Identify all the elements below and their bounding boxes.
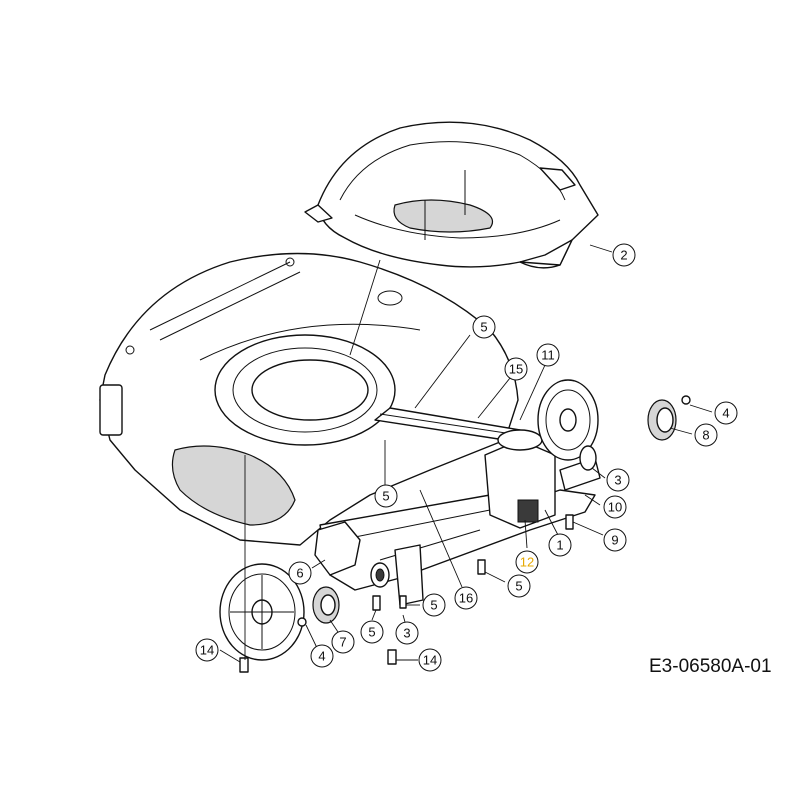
callout-label: 14 bbox=[200, 643, 214, 658]
callout-label: 5 bbox=[515, 579, 522, 594]
callout-4-left: 4 bbox=[310, 644, 334, 668]
callout-16: 16 bbox=[454, 586, 478, 610]
axle-bearing-left bbox=[370, 562, 390, 588]
mulch-plug bbox=[304, 121, 599, 269]
callout-12: 12 bbox=[515, 550, 539, 574]
callout-2: 2 bbox=[612, 243, 636, 267]
drawing-code: E3-06580A-01 bbox=[649, 656, 772, 677]
callout-label: 1 bbox=[556, 538, 563, 553]
callout-9: 9 bbox=[603, 528, 627, 552]
wheel-right bbox=[537, 379, 599, 461]
callout-label: 3 bbox=[403, 626, 410, 641]
callout-5-top: 5 bbox=[472, 315, 496, 339]
callout-label: 14 bbox=[423, 653, 437, 668]
callout-4-right: 4 bbox=[714, 401, 738, 425]
callout-5-bottom: 5 bbox=[422, 593, 446, 617]
callout-label: 5 bbox=[430, 598, 437, 613]
callout-label: 6 bbox=[296, 566, 303, 581]
callout-3-right: 3 bbox=[606, 468, 630, 492]
callout-label: 16 bbox=[459, 591, 473, 606]
callout-label: 3 bbox=[614, 473, 621, 488]
callout-14-right: 14 bbox=[418, 648, 442, 672]
callout-6: 6 bbox=[288, 561, 312, 585]
callout-label: 5 bbox=[480, 320, 487, 335]
callout-label: 4 bbox=[318, 649, 325, 664]
callout-5-mid: 5 bbox=[374, 484, 398, 508]
pinion-gear-left bbox=[312, 586, 340, 624]
callout-11: 11 bbox=[536, 343, 560, 367]
callout-label: 4 bbox=[722, 406, 729, 421]
callout-14-left: 14 bbox=[195, 638, 219, 662]
callout-15: 15 bbox=[504, 357, 528, 381]
fasteners bbox=[239, 395, 691, 673]
drive-axle-housing bbox=[314, 429, 601, 606]
callout-label: 5 bbox=[368, 625, 375, 640]
wheel-left bbox=[219, 563, 305, 661]
callout-label: 15 bbox=[509, 362, 523, 377]
callout-label: 12 bbox=[520, 555, 534, 570]
callout-8: 8 bbox=[694, 423, 718, 447]
callout-label: 5 bbox=[382, 489, 389, 504]
callout-label: 10 bbox=[608, 500, 622, 515]
callout-label: 9 bbox=[611, 533, 618, 548]
callout-10: 10 bbox=[603, 495, 627, 519]
callout-7: 7 bbox=[331, 630, 355, 654]
leader-lines bbox=[219, 244, 713, 663]
callout-1: 1 bbox=[548, 533, 572, 557]
mower-deck bbox=[99, 252, 519, 546]
callout-3-left: 3 bbox=[395, 621, 419, 645]
callout-label: 11 bbox=[541, 348, 555, 363]
callout-label: 7 bbox=[339, 635, 346, 650]
callout-5-axle: 5 bbox=[360, 620, 384, 644]
axle-bearing-right bbox=[579, 445, 597, 471]
callout-5-lower: 5 bbox=[507, 574, 531, 598]
callout-label: 2 bbox=[620, 248, 627, 263]
callout-label: 8 bbox=[702, 428, 709, 443]
pinion-gear-right bbox=[647, 399, 677, 441]
